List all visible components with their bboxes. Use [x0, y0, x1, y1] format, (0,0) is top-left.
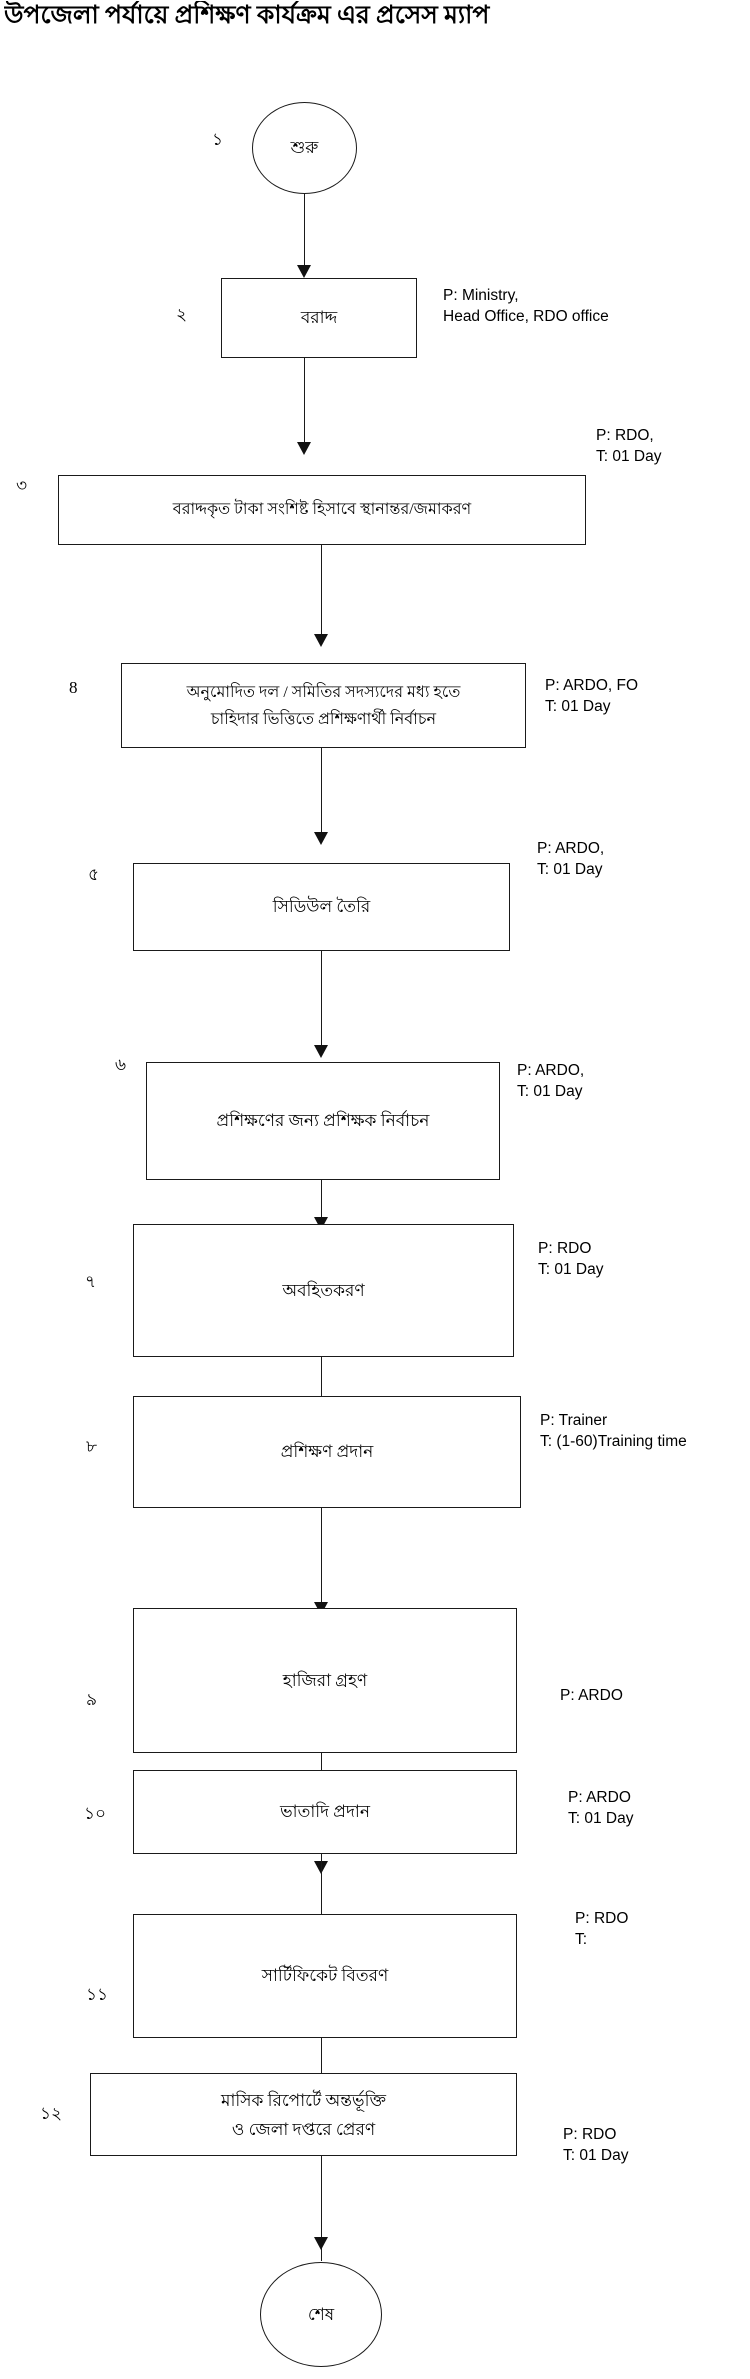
page-title: উপজেলা পর্যায়ে প্রশিক্ষণ কার্যক্রম এর প… [4, 2, 490, 29]
process-node-3: বরাদ্দকৃত টাকা সংশিষ্ট হিসাবে স্থানান্তর… [58, 475, 586, 545]
process-node-9: হাজিরা গ্রহণ [133, 1608, 517, 1753]
process-node-4: অনুমোদিত দল / সমিতির সদস্যদের মধ্য হতে চ… [121, 663, 526, 748]
annotation-9: P: ARDO [560, 1687, 623, 1704]
annotation-11: P: RDO T: [575, 1910, 629, 1948]
process-node-9-label: হাজিরা গ্রহণ [282, 1670, 368, 1690]
annotation-8: P: Trainer T: (1-60)Training time [540, 1412, 687, 1450]
process-node-7-label: অবহিতকরণ [282, 1280, 365, 1300]
process-node-2-label: বরাদ্দ [300, 308, 338, 327]
process-node-8: প্রশিক্ষণ প্রদান [133, 1396, 521, 1508]
step-number-7: ৭ [85, 1272, 97, 1291]
connector-12-to-end [321, 2156, 322, 2261]
process-node-4-label: অনুমোদিত দল / সমিতির সদস্যদের মধ্য হতে চ… [186, 683, 461, 728]
step-number-2: ২ [176, 305, 188, 324]
step-number-12: ১২ [40, 2104, 63, 2123]
arrowhead-3-to-4 [314, 634, 328, 647]
step-number-1: ১ [212, 130, 224, 149]
arrowhead-5-to-6 [314, 1045, 328, 1058]
annotation-12: P: RDO T: 01 Day [563, 2126, 629, 2164]
step-number-11: ১১ [86, 1985, 109, 2004]
arrowhead-2-to-3 [297, 442, 311, 455]
step-number-4: 8 [69, 678, 78, 697]
annotation-2: P: Ministry, Head Office, RDO office [443, 287, 609, 325]
end-node-label: শেষ [307, 2304, 335, 2324]
step-number-10: ১০ [84, 1804, 107, 1823]
annotation-10: P: ARDO T: 01 Day [568, 1789, 634, 1827]
arrowhead-12-to-end [314, 2237, 328, 2250]
connector-3-to-4 [321, 545, 322, 640]
start-node-label: শুরু [290, 138, 319, 157]
process-node-12-label: মাসিক রিপোর্টে অন্তর্ভূক্তি ও জেলা দপ্তর… [221, 2090, 386, 2139]
arrowhead-start-to-2 [297, 265, 311, 278]
process-node-12: মাসিক রিপোর্টে অন্তর্ভূক্তি ও জেলা দপ্তর… [90, 2073, 517, 2156]
process-node-2: বরাদ্দ [221, 278, 417, 358]
process-node-8-label: প্রশিক্ষণ প্রদান [280, 1442, 374, 1461]
connector-8-to-9 [321, 1508, 322, 1608]
process-node-5-label: সিডিউল তৈরি [272, 897, 371, 916]
process-node-5: সিডিউল তৈরি [133, 863, 510, 951]
connector-start-to-2 [304, 194, 305, 271]
annotation-4: P: ARDO, FO T: 01 Day [545, 677, 639, 715]
process-node-3-label: বরাদ্দকৃত টাকা সংশিষ্ট হিসাবে স্থানান্তর… [172, 501, 472, 518]
annotation-6: P: ARDO, T: 01 Day [517, 1062, 585, 1100]
annotation-7: P: RDO T: 01 Day [538, 1240, 604, 1278]
connector-4-to-5 [321, 748, 322, 838]
step-number-9: ৯ [86, 1690, 98, 1709]
annotation-5: P: ARDO, T: 01 Day [537, 840, 605, 878]
process-node-11-label: সার্টিফিকেট বিতরণ [261, 1966, 389, 1985]
end-node: শেষ [260, 2262, 382, 2367]
process-node-10: ভাতাদি প্রদান [133, 1770, 517, 1854]
process-node-7: অবহিতকরণ [133, 1224, 514, 1357]
step-number-8: ৮ [86, 1437, 98, 1456]
process-node-6: প্রশিক্ষণের জন্য প্রশিক্ষক নির্বাচন [146, 1062, 500, 1180]
step-number-3: ৩ [16, 476, 28, 495]
arrowhead-4-to-5 [314, 832, 328, 845]
connector-2-to-3 [304, 358, 305, 448]
process-node-6-label: প্রশিক্ষণের জন্য প্রশিক্ষক নির্বাচন [216, 1111, 430, 1130]
connector-6-to-7 [321, 1180, 322, 1235]
annotation-3: P: RDO, T: 01 Day [596, 427, 662, 465]
step-number-6: ৬ [115, 1055, 127, 1074]
connector-5-to-6 [321, 951, 322, 1051]
start-node: শুরু [252, 102, 357, 194]
step-number-5: ৫ [88, 865, 100, 884]
process-node-10-label: ভাতাদি প্রদান [279, 1802, 371, 1821]
process-node-11: সার্টিফিকেট বিতরণ [133, 1914, 517, 2038]
